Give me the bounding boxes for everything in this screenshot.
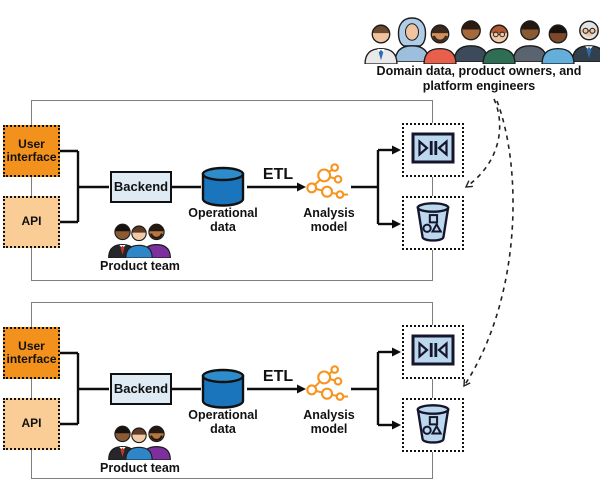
backend-label: Backend xyxy=(113,380,169,396)
user-interface-label: User interface xyxy=(6,136,57,164)
avatar-woman-blue-top xyxy=(123,222,155,258)
database-cylinder-icon xyxy=(200,166,246,208)
stakeholder-caption-line2: platform engineers xyxy=(422,79,536,93)
api-box: API xyxy=(3,398,60,450)
backend-box: Backend xyxy=(110,373,172,405)
bucket-with-shapes-icon xyxy=(413,199,453,248)
user-interface-box: User interface xyxy=(3,327,60,379)
network-graph-icon xyxy=(306,365,350,409)
product-team-label: Product team xyxy=(100,259,180,273)
network-graph-icon xyxy=(306,163,350,207)
avatar-woman-blue-top xyxy=(123,424,155,460)
data-product-output-box xyxy=(402,325,464,379)
stakeholder-caption-line1: Domain data, product owners, and xyxy=(376,64,582,78)
avatar-woman-brown-skin-gray-top xyxy=(510,4,550,62)
user-interface-box: User interface xyxy=(3,125,60,177)
pipeline-row-2: User interface API Backend Operational d… xyxy=(0,302,600,479)
user-interface-label: User interface xyxy=(6,338,57,366)
database-cylinder-icon xyxy=(200,368,246,410)
backend-box: Backend xyxy=(110,171,172,203)
product-team-group xyxy=(106,418,174,460)
api-label: API xyxy=(21,416,42,431)
product-team-group xyxy=(106,216,174,258)
data-product-output-box xyxy=(402,123,464,177)
avatar-woman-glasses-auburn-hair xyxy=(480,14,518,64)
data-bucket-output-box xyxy=(402,196,464,250)
etl-label: ETL xyxy=(262,368,294,385)
data-bucket-output-box xyxy=(402,398,464,452)
api-label: API xyxy=(21,214,42,229)
team-boundary-rect xyxy=(31,302,433,479)
avatar-man-beard-coral-shirt xyxy=(421,14,459,64)
avatar-woman-dark-skin-dark-top xyxy=(451,4,491,62)
operational-data-label: Operational data xyxy=(188,206,258,234)
avatar-man-beard-purple-shirt xyxy=(140,418,173,460)
analysis-model-label: Analysis model xyxy=(303,408,355,436)
stakeholder-caption: Domain data, product owners, and platfor… xyxy=(368,64,590,94)
etl-label: ETL xyxy=(262,166,294,183)
product-team-label: Product team xyxy=(100,461,180,475)
play-pause-screen-icon xyxy=(411,132,455,169)
avatar-older-man-white-hair-suit xyxy=(569,4,600,62)
avatar-man-light-skin-blue-tie xyxy=(362,14,400,64)
avatar-person-dark-skin-blue-shirt xyxy=(539,14,577,64)
stakeholder-group xyxy=(362,2,600,64)
bucket-with-shapes-icon xyxy=(413,401,453,450)
analysis-model-label: Analysis model xyxy=(303,206,355,234)
team-boundary-rect xyxy=(31,100,433,281)
backend-label: Backend xyxy=(113,178,169,194)
play-pause-screen-icon xyxy=(411,334,455,371)
api-box: API xyxy=(3,196,60,248)
pipeline-row-1: User interface API Backend Operational d… xyxy=(0,100,600,281)
operational-data-label: Operational data xyxy=(188,408,258,436)
